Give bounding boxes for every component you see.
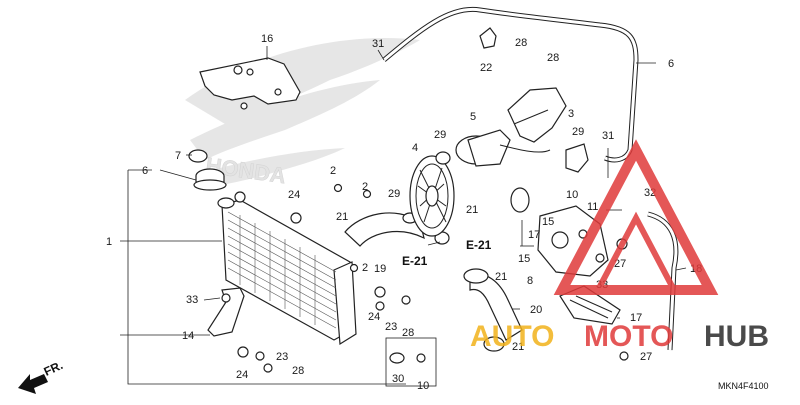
clip-part (479, 27, 497, 49)
callout-16: 17 (528, 229, 540, 241)
callout-28: 28 (515, 37, 527, 49)
callout-24: 24 (236, 369, 248, 381)
callout-labels: 16 31 22 28 28 6 3 29 5 29 4 31 10 7 6 2… (106, 33, 702, 392)
callout-28: 28 (547, 52, 559, 64)
callout-30: 30 (392, 373, 404, 385)
callout-20: 20 (530, 304, 542, 316)
callout-25: 27 (640, 351, 652, 363)
callout-1: 1 (106, 236, 112, 248)
callout-3: 3 (568, 108, 574, 120)
callout-23: 23 (276, 351, 288, 363)
watermark-moto: MOTO (584, 320, 673, 353)
callout-28: 29 (572, 126, 584, 138)
callout-26: 27 (614, 258, 626, 270)
callout-12: 10 (566, 189, 578, 201)
diagram-code: MKN4F4100 (718, 381, 769, 391)
fan-motor-part (435, 129, 511, 167)
callout-24: 24 (288, 189, 300, 201)
automotohub-watermark: AUTO MOTO HUB (470, 139, 769, 353)
callout-21: 21 (466, 204, 478, 216)
callout-13: 15 (542, 216, 554, 228)
callout-31: 31 (602, 130, 614, 142)
callout-18: 16 (261, 33, 273, 45)
bracket-part (199, 57, 301, 110)
callout-24: 24 (368, 311, 380, 323)
callout-4: 4 (412, 142, 418, 154)
callout-11: 6 (668, 58, 674, 70)
front-label: FR. (42, 358, 65, 379)
callout-21: 21 (336, 211, 348, 223)
callout-14: 15 (518, 253, 530, 265)
radiator-cap-part (188, 149, 227, 191)
section-ref-e21: E-21 (466, 238, 492, 252)
callout-2: 2 (330, 165, 336, 177)
watermark-auto: AUTO (470, 320, 554, 353)
callout-10: 8 (527, 275, 533, 287)
fastener-group (221, 183, 411, 373)
callout-9: 11 (587, 201, 598, 213)
lower-bracket-part (207, 287, 245, 337)
radiator-fins (227, 211, 337, 329)
callout-15: 17 (630, 312, 642, 324)
leader-lines (120, 46, 687, 336)
callout-27: 28 (292, 365, 304, 377)
callout-8: 10 (417, 380, 429, 392)
callout-21: 21 (512, 341, 524, 353)
front-direction-marker: FR. (18, 358, 65, 394)
watermark-hub: HUB (704, 320, 769, 353)
cooling-fan-part (409, 155, 455, 237)
callout-31: 31 (372, 38, 384, 50)
callout-2: 2 (362, 181, 368, 193)
radiator-part (217, 191, 357, 346)
callout-13: 14 (182, 330, 194, 342)
callout-29: 29 (434, 129, 446, 141)
callout-2: 2 (362, 262, 368, 274)
callout-33: 33 (186, 294, 198, 306)
callout-22: 22 (480, 62, 492, 74)
callout-7: 7 (175, 150, 181, 162)
callout-21: 21 (495, 271, 507, 283)
section-ref-e21: E-21 (402, 254, 428, 268)
reserve-cap-part (565, 143, 589, 173)
callout-27: 28 (402, 327, 414, 339)
thermostat-housing-part (510, 187, 628, 277)
washer-bolt-group (389, 352, 426, 364)
callout-29: 29 (388, 188, 400, 200)
callout-19: 19 (374, 263, 386, 275)
callout-6: 6 (142, 165, 148, 177)
callout-5: 5 (470, 111, 476, 123)
callout-23: 23 (385, 321, 397, 333)
